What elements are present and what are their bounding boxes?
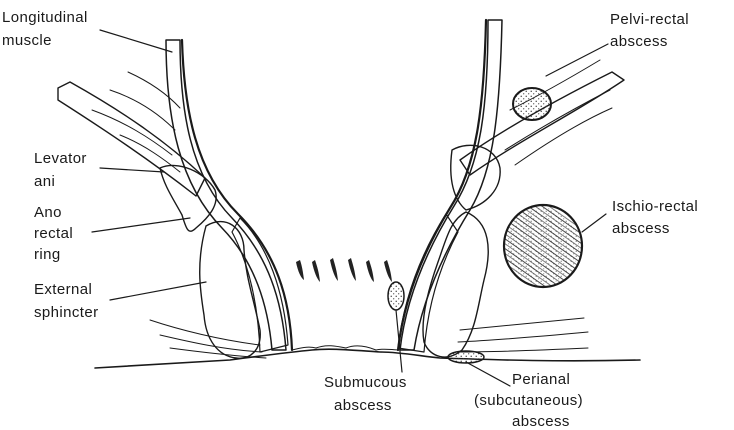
- label-submucous-abscess: Submucous abscess: [324, 374, 411, 414]
- label-longitudinal-muscle: Longitudinal muscle: [2, 9, 92, 49]
- label-ano-rectal-ring: Ano rectal ring: [34, 204, 78, 263]
- anal-canal-folds: [296, 258, 392, 282]
- leader-ischio-rectal-abscess: [582, 214, 606, 232]
- right-longitudinal-muscle: [400, 20, 502, 350]
- leader-longitudinal-muscle: [100, 30, 172, 52]
- pelvi-rectal-abscess: [513, 88, 551, 120]
- left-longitudinal-muscle: [166, 40, 286, 350]
- label-perianal-abscess: Perianal (subcutaneous) abscess: [474, 371, 588, 430]
- leader-perianal-abscess: [466, 362, 510, 386]
- perianal-abscess: [448, 351, 484, 363]
- label-levator-ani: Levator ani: [34, 150, 91, 190]
- skin-surface-line: [95, 349, 640, 368]
- submucous-abscess: [388, 282, 404, 310]
- leader-pelvi-rectal-abscess: [546, 44, 608, 76]
- label-pelvi-rectal-abscess: Pelvi-rectal abscess: [610, 11, 694, 50]
- label-external-sphincter: External sphincter: [34, 281, 98, 321]
- right-levator-ani: [460, 72, 624, 175]
- leader-external-sphincter: [110, 282, 206, 300]
- right-wall: [398, 20, 624, 357]
- ischio-rectal-abscess-shade: [507, 208, 579, 284]
- leader-anorectal-ring: [92, 218, 190, 232]
- right-internal-sphincter: [398, 214, 458, 352]
- label-ischio-rectal-abscess: Ischio-rectal abscess: [612, 198, 703, 237]
- leader-levator-ani: [100, 168, 164, 172]
